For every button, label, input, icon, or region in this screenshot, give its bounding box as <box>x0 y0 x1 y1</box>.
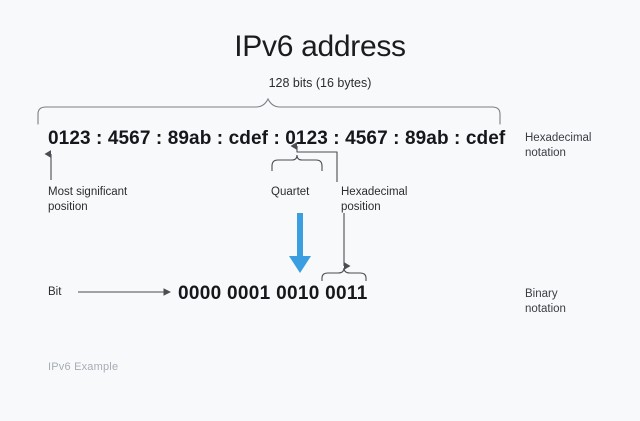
hexadecimal-position-line2: position <box>341 201 381 213</box>
binary-notation-line2: notation <box>525 303 566 315</box>
brace-full-address-icon <box>37 97 501 125</box>
binary-notation-label: Binary notation <box>525 287 566 317</box>
hexadecimal-position-label: Hexadecimal position <box>341 185 407 215</box>
most-significant-position-line1: Most significant <box>48 186 128 198</box>
hex-address-value: 0123 : 4567 : 89ab : cdef : 0123 : 4567 … <box>48 128 506 149</box>
most-significant-position-label: Most significant position <box>48 185 127 215</box>
page-subtitle: 128 bits (16 bytes) <box>268 76 372 90</box>
quartet-to-binary-arrow-icon <box>289 213 311 273</box>
hexadecimal-position-line1: Hexadecimal <box>341 186 408 198</box>
brace-nibble-icon <box>321 267 367 281</box>
most-significant-position-line2: position <box>48 201 88 213</box>
hex-position-pointer-icon <box>290 142 338 182</box>
quartet-label: Quartet <box>271 186 310 198</box>
hexadecimal-notation-label: Hexadecimal notation <box>525 131 591 161</box>
hexadecimal-notation-line1: Hexadecimal <box>525 132 592 144</box>
brace-quartet-icon <box>271 154 323 171</box>
page-title: IPv6 address <box>234 30 406 63</box>
figure-caption: IPv6 Example <box>48 361 119 373</box>
binary-value: 0000 0001 0010 0011 <box>178 283 368 304</box>
hexadecimal-notation-line2: notation <box>525 147 566 159</box>
bit-label: Bit <box>48 286 62 298</box>
binary-notation-line1: Binary <box>525 288 558 300</box>
